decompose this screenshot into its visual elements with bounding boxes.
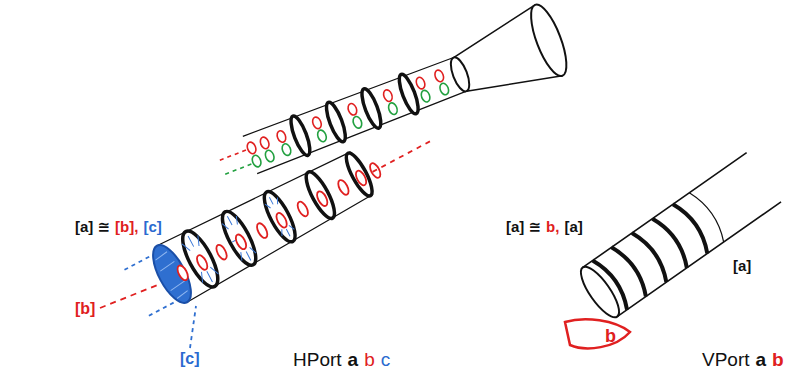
sketch-stroke [524, 1, 574, 81]
sketch-stroke [259, 136, 271, 150]
sketch-stroke [575, 262, 626, 323]
sketch-stroke [255, 222, 270, 240]
sketch-stroke [251, 154, 263, 168]
sketch-stroke [264, 149, 276, 163]
sketch-stroke [214, 243, 229, 261]
sketch-stroke [296, 200, 311, 218]
sketch-stroke [347, 102, 359, 116]
sketch-stroke [276, 129, 288, 143]
port-label: [c] [180, 350, 200, 368]
port-arg: b [364, 350, 375, 371]
sketch-stroke [387, 102, 399, 116]
sketch-stroke [246, 129, 293, 168]
sketch-stroke [352, 115, 364, 129]
sketch-stroke [246, 141, 258, 155]
top-cable [208, 1, 573, 202]
sketch-stroke [354, 169, 369, 187]
port-name: HPort [293, 350, 342, 371]
sketch-stroke [415, 76, 427, 90]
port-arg: c [381, 350, 391, 371]
c-lead [190, 306, 196, 348]
sketch-stroke [154, 251, 191, 300]
sketch-stroke [263, 194, 296, 239]
sketch-stroke [234, 233, 249, 251]
sketch-stroke [124, 255, 152, 270]
port-label: [b] [75, 300, 95, 318]
sketch-stroke [145, 240, 198, 309]
sketch-stroke [175, 264, 190, 282]
sketch-stroke [311, 116, 328, 143]
b-section [565, 319, 630, 348]
sketch-stroke [342, 150, 377, 199]
sketch-stroke [611, 243, 651, 296]
sketch-stroke [316, 129, 328, 143]
sketch-stroke [263, 194, 296, 239]
port-label: [a] [733, 258, 751, 275]
equivalence-text: [a] [564, 219, 582, 236]
sketch-stroke [195, 254, 210, 272]
port-arg: a [348, 350, 359, 371]
sketch-stroke [220, 149, 248, 160]
sketch-stroke [396, 72, 422, 116]
sketch-stroke [415, 69, 450, 103]
sketch-stroke [382, 89, 394, 103]
port-arg: a [756, 350, 767, 371]
sketch-stroke [149, 301, 177, 316]
section-label: b [605, 327, 616, 347]
sketch-stroke [433, 69, 445, 83]
hport-cable [122, 110, 443, 321]
sketch-stroke [373, 141, 430, 172]
sketch-stroke [420, 89, 432, 103]
sketch-stroke [315, 190, 330, 208]
sketch-stroke [274, 211, 289, 229]
sketch-stroke [225, 163, 253, 174]
sketch-stroke [336, 178, 351, 196]
sketch-stroke [438, 82, 450, 96]
sketch-stroke [447, 55, 473, 94]
sketch-stroke [301, 168, 340, 221]
equivalence-text: [c] [143, 219, 161, 236]
vport-cable [575, 153, 781, 323]
sketch-stroke [382, 89, 399, 116]
sketch-stroke [347, 102, 364, 129]
sketch-stroke [157, 145, 377, 302]
sketch-stroke [368, 162, 383, 180]
sketch-stroke [154, 251, 191, 300]
sketch-stroke [311, 116, 323, 130]
equivalence-text: [a] ≅ [75, 219, 110, 236]
port-name: VPort [702, 350, 750, 371]
b-lead [100, 284, 160, 308]
sketch-stroke [689, 189, 729, 242]
port-arg: b [772, 350, 784, 371]
sketch-stroke [259, 188, 301, 246]
sketch-stroke [281, 143, 293, 157]
equivalence-text: [a] ≅ [506, 219, 541, 236]
equivalence-text: b, [546, 219, 559, 236]
equivalence-text: [b], [115, 219, 138, 236]
